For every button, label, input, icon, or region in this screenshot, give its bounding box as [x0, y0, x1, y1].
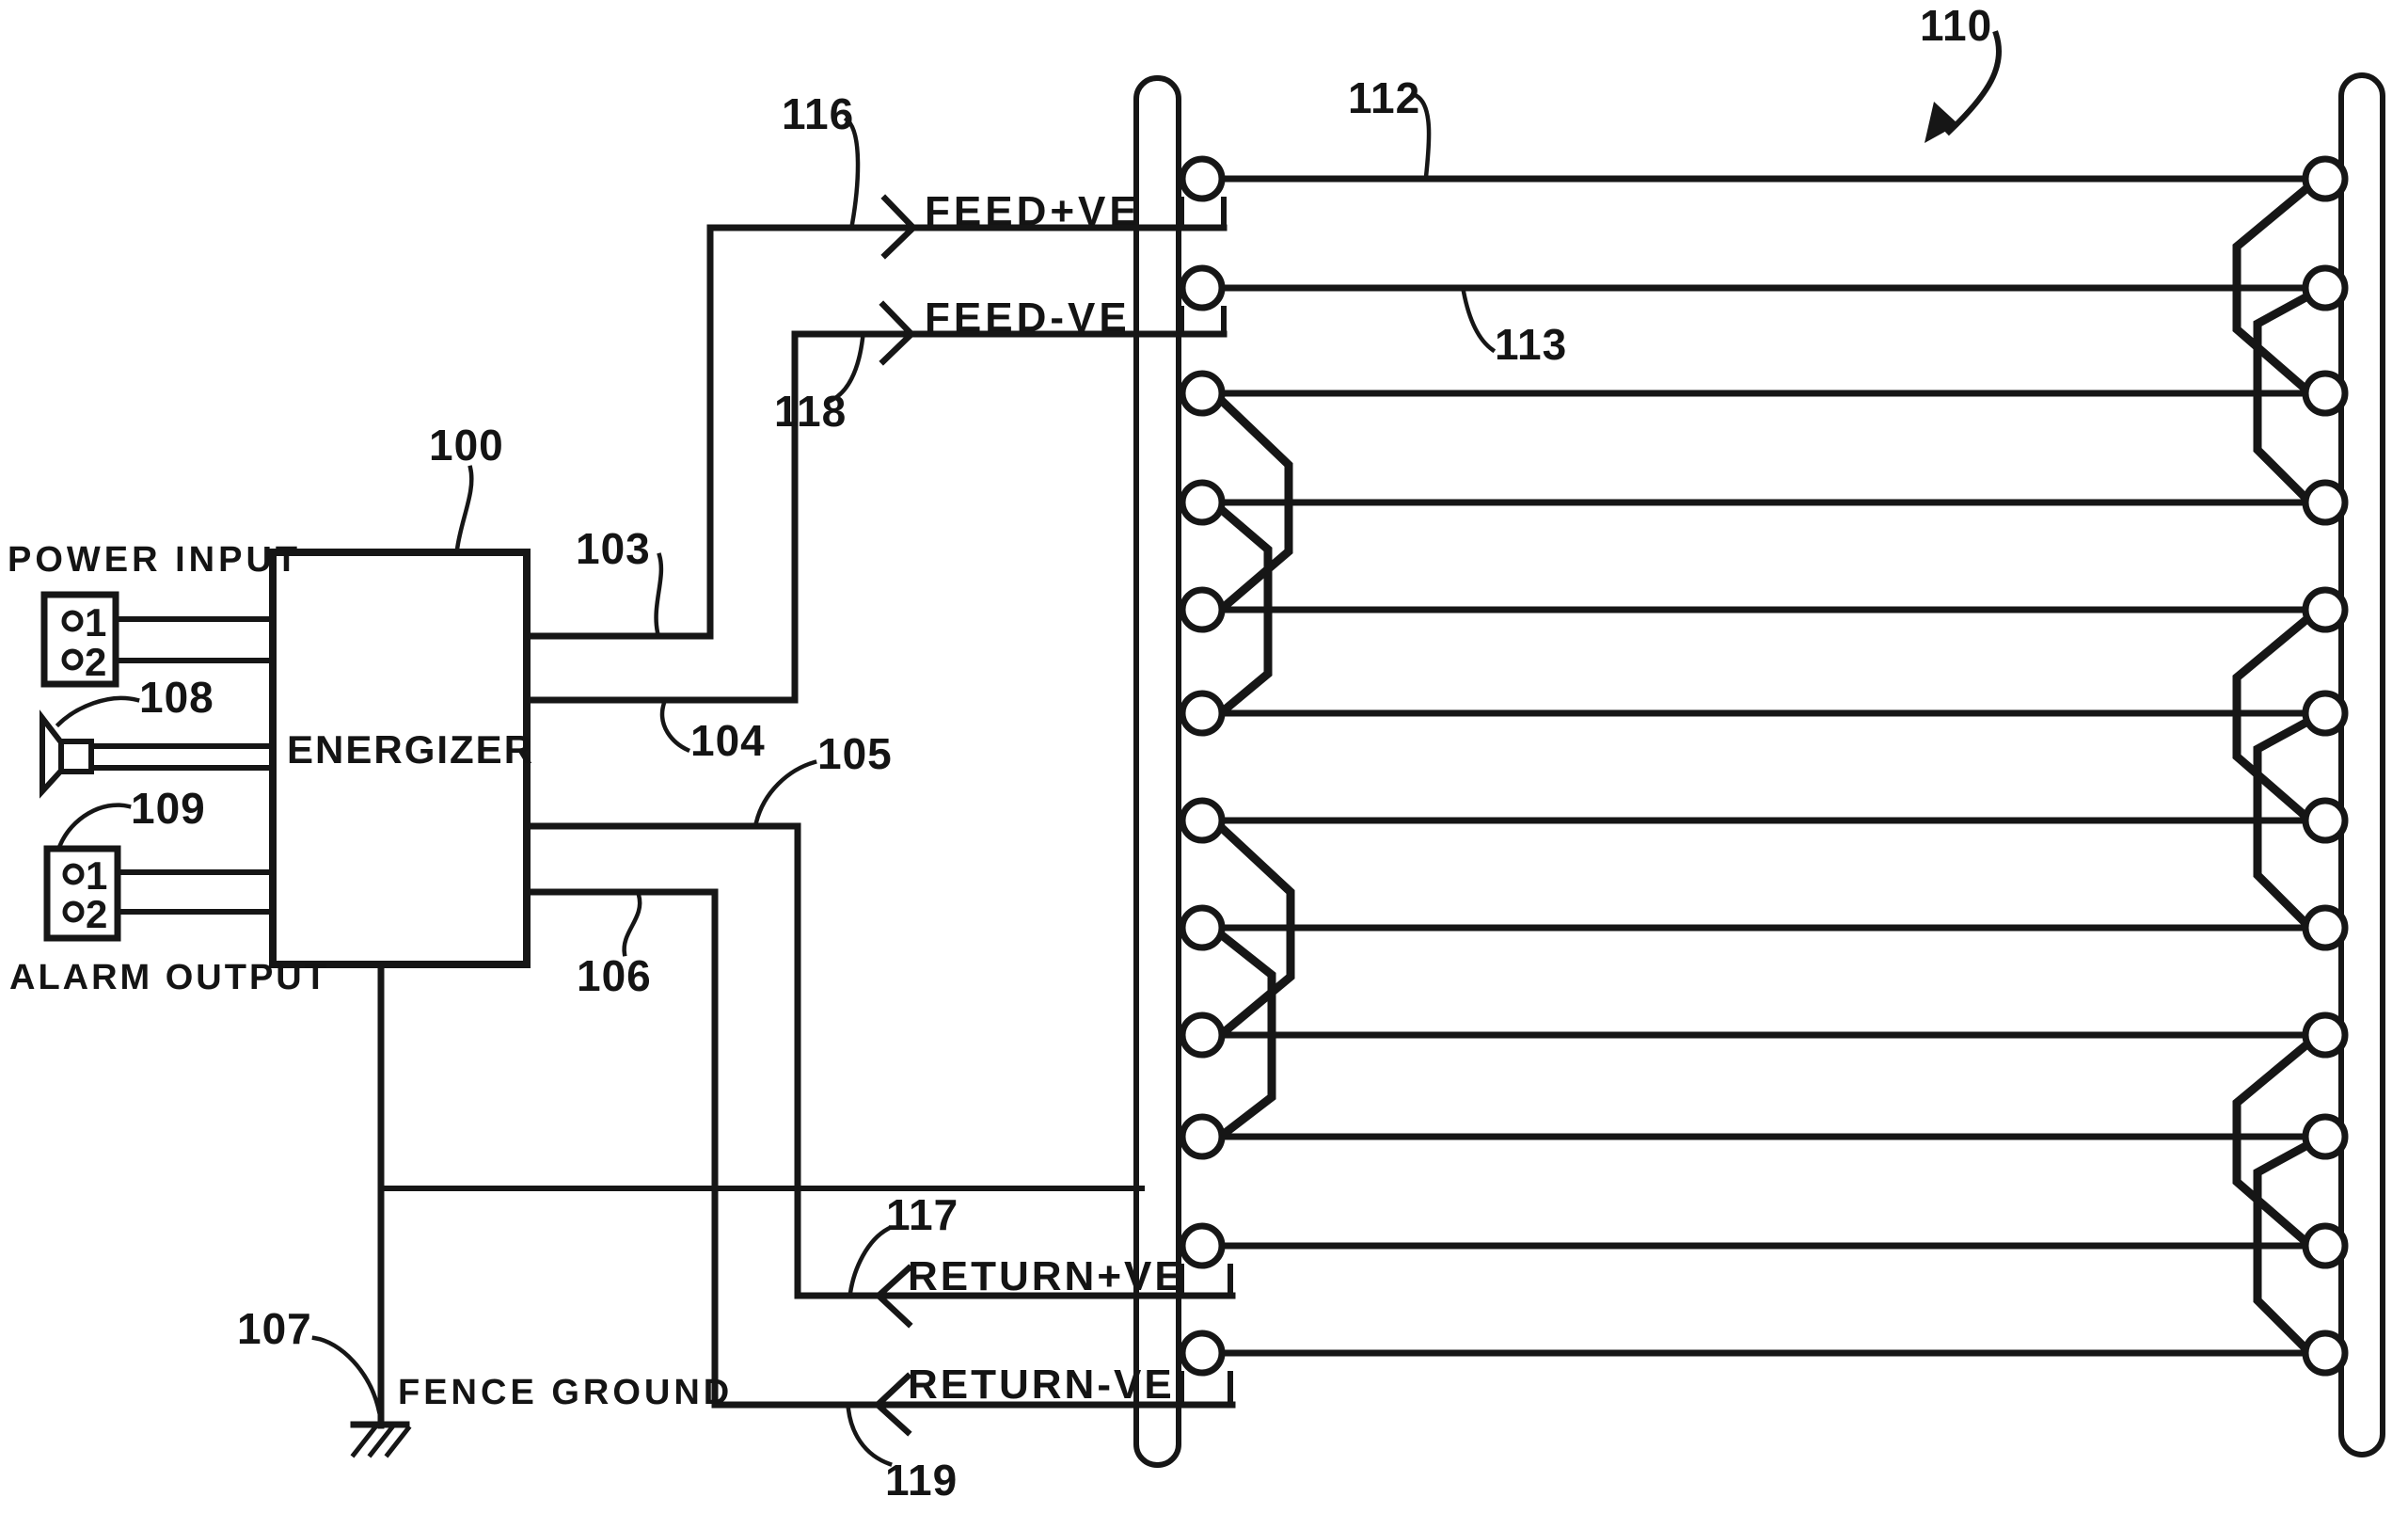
- insulator-left-6: [1179, 690, 1226, 737]
- ref-110: 110: [1920, 1, 1993, 50]
- feed-neg-label: FEED-VE: [925, 295, 1131, 341]
- power-input-label: POWER INPUT: [8, 540, 302, 580]
- ref-118: 118: [774, 387, 848, 436]
- leader-119: [846, 1407, 893, 1467]
- insulator-left-5: [1179, 586, 1226, 633]
- power-input-connector-terminal-label-2: 2: [85, 640, 106, 684]
- insulator-right-4: [2302, 479, 2349, 526]
- insulator-right-12: [2302, 1330, 2349, 1377]
- jumper-left-8-10: [1215, 929, 1276, 1141]
- leader-108: [55, 695, 140, 728]
- ref-108: 108: [139, 673, 214, 722]
- feed-neg-arrow: [879, 300, 916, 366]
- feed-pos-line: [523, 224, 1228, 640]
- leader-109: [57, 803, 132, 848]
- ref-103: 103: [576, 524, 651, 573]
- insulator-right-5: [2302, 586, 2349, 633]
- insulator-left-4: [1179, 479, 1226, 526]
- ref-117: 117: [886, 1190, 959, 1239]
- fence-post-left: [1133, 75, 1181, 1468]
- feed-pos-arrow: [880, 194, 918, 260]
- insulator-right-8: [2302, 904, 2349, 951]
- insulator-right-6: [2302, 690, 2349, 737]
- return-pos-line: [523, 822, 1236, 1299]
- leader-113: [1461, 289, 1497, 354]
- insulator-right-10: [2302, 1113, 2349, 1160]
- ref-110-arrowhead: [1925, 102, 1958, 143]
- ref-113: 113: [1495, 320, 1568, 369]
- leader-107: [311, 1335, 382, 1414]
- leader-116: [843, 116, 861, 227]
- alarm-output-connector-terminal-label-2: 2: [86, 892, 107, 936]
- jumper-right-2-4: [2253, 289, 2316, 507]
- insulator-right-9: [2302, 1011, 2349, 1059]
- energizer-label: ENERGIZER: [287, 727, 535, 772]
- jumper-right-9-11: [2232, 1036, 2316, 1250]
- leader-105: [753, 759, 817, 825]
- insulator-left-10: [1179, 1113, 1226, 1160]
- ref-119: 119: [885, 1456, 958, 1505]
- ref-105: 105: [817, 729, 893, 778]
- ref-110-arrow-stem: [1944, 30, 2003, 136]
- leader-117: [848, 1225, 892, 1296]
- jumper-right-10-12: [2253, 1138, 2316, 1358]
- alarm-output-connector: [43, 845, 121, 942]
- return-neg-label: RETURN-VE: [908, 1362, 1175, 1408]
- feed-pos-label: FEED+VE: [925, 188, 1141, 234]
- jumper-right-5-7: [2232, 611, 2316, 825]
- insulator-left-12: [1179, 1330, 1226, 1377]
- ref-109: 109: [131, 784, 206, 833]
- leader-112: [1413, 92, 1432, 180]
- return-pos-arrow: [874, 1264, 913, 1329]
- jumper-right-6-8: [2253, 714, 2316, 932]
- ground-symbol-hatch-2: [367, 1425, 395, 1458]
- ref-112: 112: [1348, 73, 1421, 122]
- ref-104: 104: [690, 716, 766, 765]
- insulator-right-7: [2302, 797, 2349, 844]
- insulator-left-7: [1179, 797, 1226, 844]
- power-input-connector-terminal-circle-2: [61, 648, 84, 671]
- ref-116: 116: [782, 89, 855, 138]
- fence-post-right: [2338, 72, 2385, 1457]
- alarm-output-connector-terminal-circle-1: [62, 863, 85, 885]
- power-input-connector-terminal-label-1: 1: [85, 600, 106, 645]
- return-neg-arrow: [873, 1372, 912, 1437]
- leader-106: [622, 892, 642, 957]
- alarm-output-connector-terminal-circle-2: [62, 900, 85, 923]
- fence-ground-label: FENCE GROUND: [398, 1373, 734, 1412]
- alarm-output-connector-terminal-label-1: 1: [86, 853, 107, 898]
- insulator-left-3: [1179, 370, 1226, 417]
- insulator-left-9: [1179, 1011, 1226, 1059]
- alarm-output-label: ALARM OUTPUT: [9, 958, 329, 997]
- leader-104: [659, 700, 690, 753]
- insulator-right-3: [2302, 370, 2349, 417]
- jumper-left-3-5: [1215, 394, 1293, 614]
- power-input-connector: [40, 591, 119, 688]
- return-pos-label: RETURN+VE: [908, 1253, 1185, 1299]
- ref-106: 106: [577, 951, 652, 1000]
- leader-100: [454, 465, 474, 552]
- insulator-right-11: [2302, 1222, 2349, 1269]
- leader-103: [654, 552, 664, 635]
- ref-107: 107: [237, 1304, 312, 1353]
- insulator-right-2: [2302, 264, 2349, 311]
- jumper-left-4-6: [1215, 503, 1273, 718]
- power-input-connector-terminal-circle-1: [61, 610, 84, 632]
- speaker-icon-body: [58, 739, 94, 774]
- insulator-left-8: [1179, 904, 1226, 951]
- energizer-box: [269, 549, 531, 968]
- insulator-left-1: [1179, 155, 1226, 202]
- return-neg-line: [523, 888, 1236, 1409]
- insulator-left-2: [1179, 264, 1226, 311]
- insulator-right-1: [2302, 155, 2349, 202]
- insulator-left-11: [1179, 1222, 1226, 1269]
- jumper-left-7-9: [1215, 821, 1295, 1040]
- ref-100: 100: [429, 421, 504, 470]
- leader-118: [825, 336, 865, 405]
- feed-neg-line: [523, 330, 1228, 704]
- ground-symbol-hatch-3: [384, 1425, 412, 1458]
- jumper-right-1-3: [2232, 180, 2316, 398]
- ground-symbol-hatch-1: [350, 1425, 378, 1458]
